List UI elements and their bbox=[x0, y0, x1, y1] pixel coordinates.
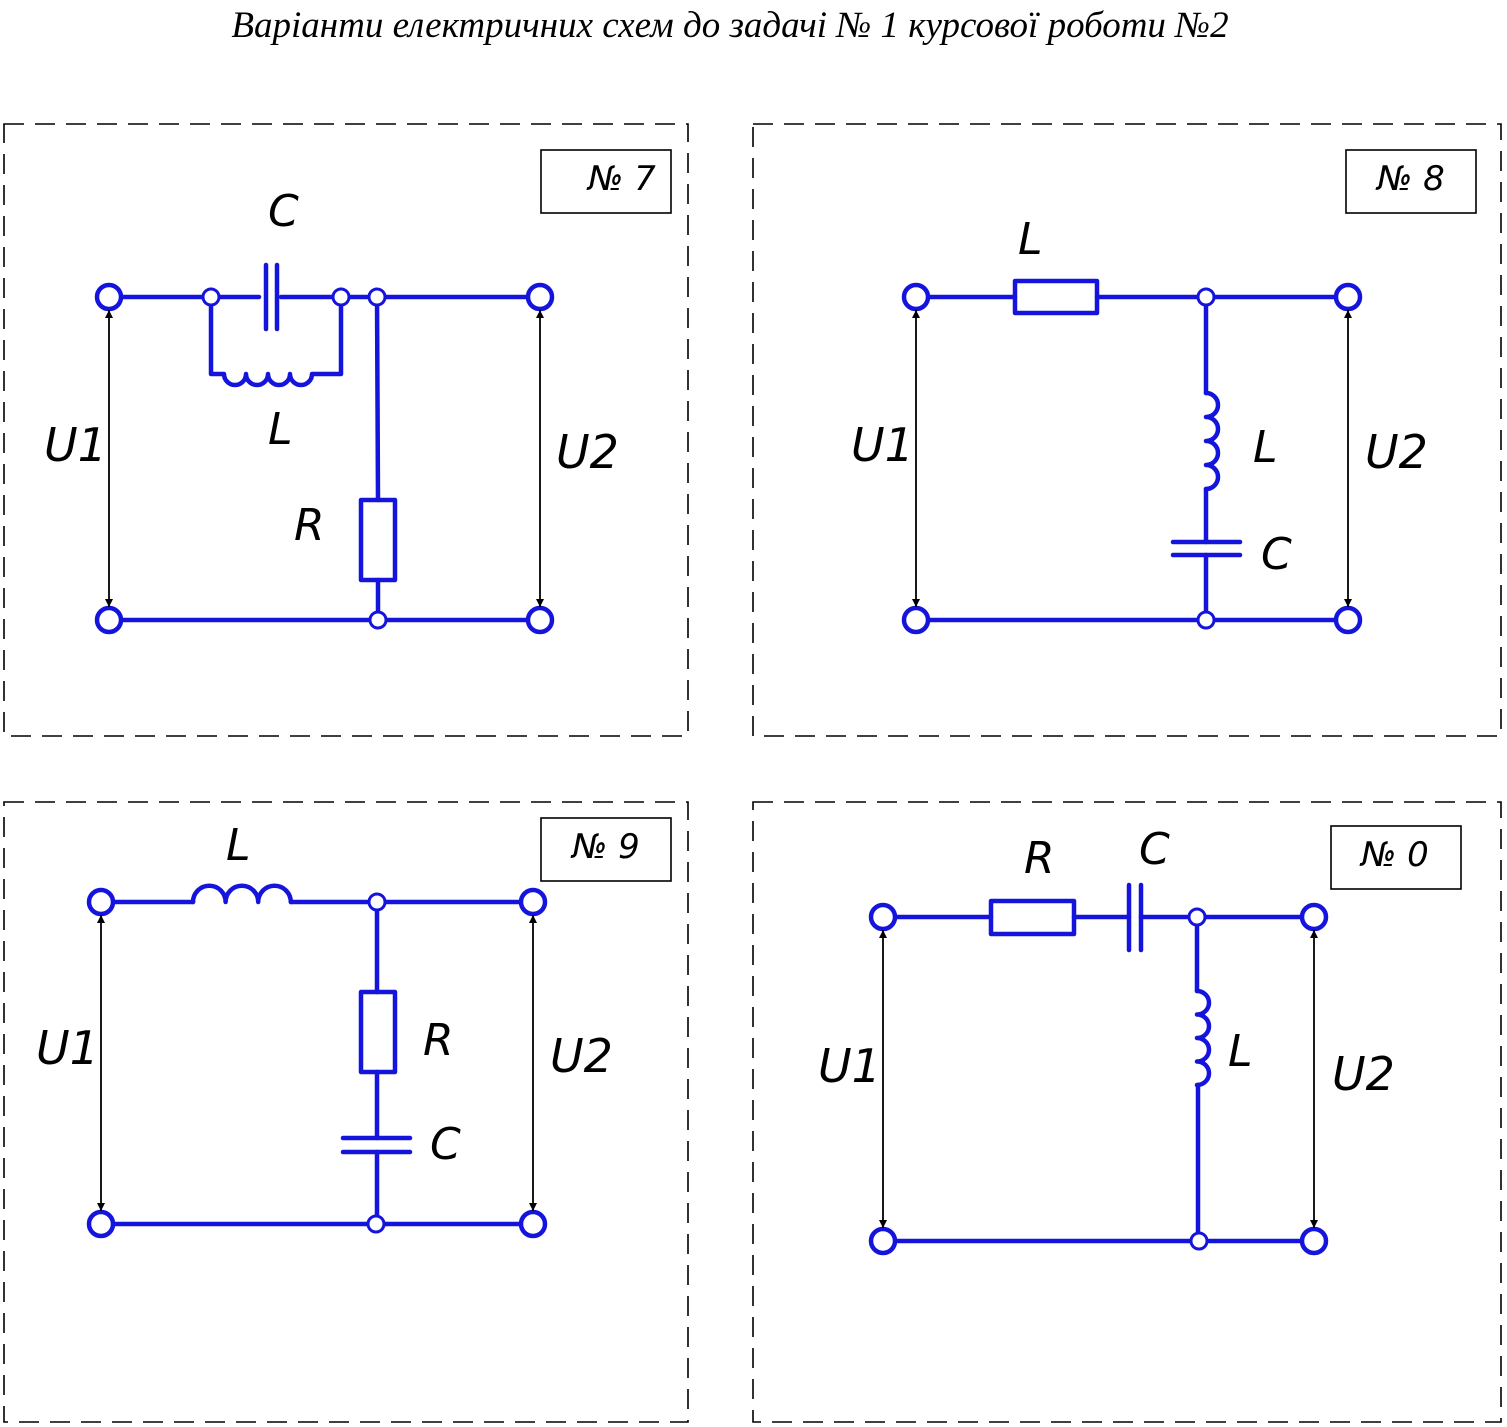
capacitor-label: C bbox=[430, 1119, 461, 1170]
capacitor-icon bbox=[1170, 539, 1243, 558]
resistor-label: R bbox=[1024, 833, 1055, 884]
input-voltage-label: U1 bbox=[36, 1021, 99, 1075]
capacitor-icon bbox=[1126, 882, 1144, 953]
variant-number-box bbox=[1330, 825, 1462, 890]
variant-7-frame bbox=[3, 123, 689, 737]
resistor-icon bbox=[358, 497, 398, 583]
variant-0-panel: № 0 R C L U1 U2 bbox=[752, 801, 1502, 1423]
variant-9-panel: № 9 L R C U1 U2 bbox=[3, 801, 689, 1423]
output-voltage-label: U2 bbox=[556, 425, 619, 479]
shunt-wire bbox=[374, 294, 381, 623]
input-terminal bbox=[901, 282, 931, 312]
variant-number: № 8 bbox=[1375, 159, 1445, 199]
variant-number: № 0 bbox=[1359, 835, 1429, 875]
node-dot bbox=[1187, 907, 1207, 927]
output-terminal bbox=[1299, 902, 1329, 932]
node-dot bbox=[201, 287, 221, 307]
output-voltage-label: U2 bbox=[1332, 1047, 1395, 1101]
capacitor-label: C bbox=[1261, 529, 1292, 580]
input-voltage-label: U1 bbox=[818, 1039, 881, 1093]
output-terminal bbox=[518, 887, 548, 917]
capacitor-icon bbox=[340, 1135, 413, 1155]
inductor-label: L bbox=[268, 404, 293, 455]
variant-8-panel: № 8 L L C U1 U2 bbox=[752, 123, 1502, 737]
inductor-label: L bbox=[226, 820, 251, 871]
node-dot bbox=[367, 287, 387, 307]
page-title: Варіанти електричних схем до задачі № 1 … bbox=[231, 5, 1229, 46]
output-terminal bbox=[518, 1209, 548, 1239]
output-terminal bbox=[1333, 282, 1363, 312]
input-terminal bbox=[901, 605, 931, 635]
inductor-icon bbox=[208, 294, 344, 388]
node-dot bbox=[1196, 287, 1216, 307]
variant-8-frame bbox=[752, 123, 1502, 737]
variant-number-box bbox=[540, 149, 672, 214]
output-voltage-label: U2 bbox=[1365, 425, 1428, 479]
variant-9-frame bbox=[3, 801, 689, 1423]
input-voltage-label: U1 bbox=[44, 418, 107, 472]
output-terminal bbox=[525, 605, 555, 635]
variant-number-box bbox=[540, 817, 672, 882]
inductor-icon bbox=[1194, 988, 1212, 1088]
inductor-icon bbox=[1203, 390, 1221, 492]
node-dot bbox=[331, 287, 351, 307]
input-terminal bbox=[86, 887, 116, 917]
resistor-icon bbox=[988, 898, 1077, 937]
shunt-wire bbox=[1194, 914, 1201, 1244]
capacitor-label: C bbox=[268, 186, 299, 237]
variant-number: № 9 bbox=[570, 827, 640, 867]
node-dot bbox=[367, 892, 387, 912]
input-voltage-label: U1 bbox=[851, 418, 914, 472]
node-dot bbox=[1196, 610, 1216, 630]
capacitor-icon bbox=[263, 262, 280, 332]
variant-number: № 7 bbox=[586, 159, 656, 199]
input-terminal bbox=[868, 1226, 898, 1256]
inductor-label: L bbox=[1228, 1026, 1253, 1077]
node-dot bbox=[368, 610, 388, 630]
series-inductor-label: L bbox=[1018, 214, 1043, 265]
node-dot bbox=[366, 1214, 386, 1234]
output-voltage-label: U2 bbox=[550, 1029, 613, 1083]
input-terminal bbox=[94, 605, 124, 635]
resistor-style-inductor-icon bbox=[1012, 278, 1100, 316]
output-terminal bbox=[1299, 1226, 1329, 1256]
variant-0-frame bbox=[752, 801, 1502, 1423]
output-terminal bbox=[1333, 605, 1363, 635]
capacitor-label: C bbox=[1139, 824, 1170, 875]
variant-number-box bbox=[1345, 149, 1477, 214]
input-terminal bbox=[94, 282, 124, 312]
node-dot bbox=[1189, 1231, 1209, 1251]
resistor-label: R bbox=[294, 500, 325, 551]
inductor-icon bbox=[190, 883, 294, 905]
variant-7-panel: № 7 C L R U1 U2 bbox=[3, 123, 689, 737]
resistor-icon bbox=[358, 989, 398, 1075]
resistor-label: R bbox=[423, 1015, 454, 1066]
shunt-inductor-label: L bbox=[1253, 422, 1278, 473]
output-terminal bbox=[525, 282, 555, 312]
input-terminal bbox=[86, 1209, 116, 1239]
input-terminal bbox=[868, 902, 898, 932]
